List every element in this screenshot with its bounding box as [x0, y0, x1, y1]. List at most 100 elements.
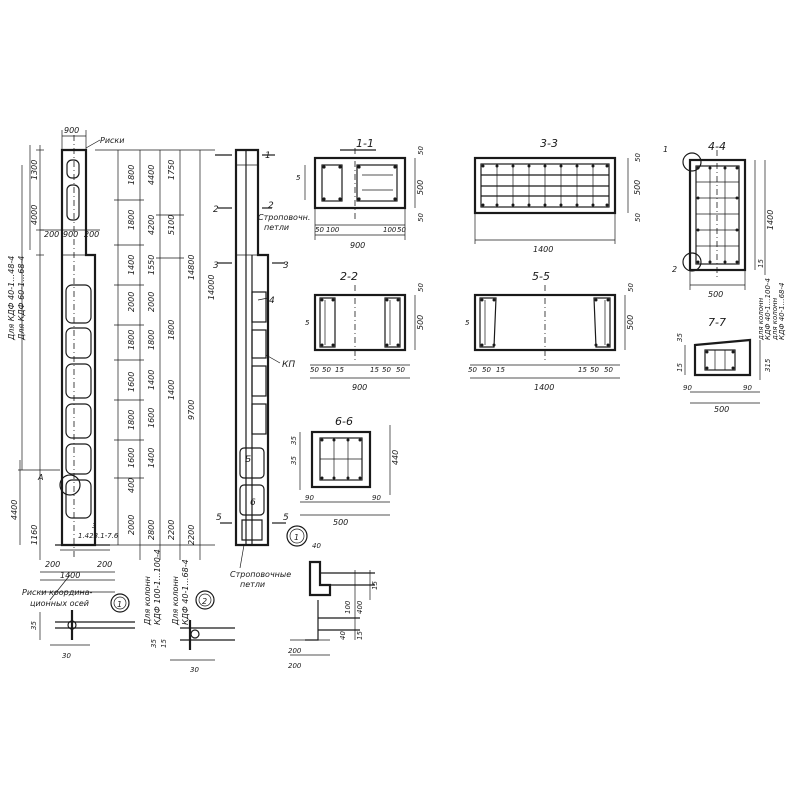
- sec-mark-5: 5: [216, 513, 222, 523]
- s55-p3: 15: [578, 366, 587, 374]
- s55-p4: 50: [590, 366, 599, 374]
- dim-1400: 1400: [60, 571, 80, 580]
- sec-mark-6: 6: [250, 498, 256, 508]
- cv1-0: 1800: [127, 165, 136, 185]
- section-3-3: [473, 156, 629, 244]
- s33-t: 50: [634, 153, 642, 162]
- cv3-0: 1750: [167, 160, 176, 180]
- detail-bracket: [290, 560, 375, 656]
- ct-total: 14000: [207, 275, 216, 300]
- s33-h: 500: [633, 180, 642, 195]
- s11-t2: 50: [417, 213, 425, 222]
- cv2-2: 1550: [147, 255, 156, 275]
- s77-h: 315: [764, 358, 772, 372]
- cv3-2: 1800: [167, 320, 176, 340]
- sec-mark-2: 2: [213, 205, 219, 215]
- column-elevation-left: [18, 130, 115, 601]
- det1-35: 35: [30, 621, 38, 630]
- cv1-3: 2000: [127, 292, 136, 312]
- s22-p3: 15: [370, 366, 379, 374]
- s22-w: 900: [352, 383, 367, 392]
- det3-200b: 200: [288, 662, 302, 670]
- section-5-5: [470, 285, 626, 379]
- riski-label: Риски: [100, 136, 124, 145]
- dla-77-2: КДФ 40-1…100-4: [764, 278, 772, 340]
- column-side-elevation: [215, 148, 308, 569]
- cv1-2: 1400: [127, 255, 136, 275]
- strop-2: Строповочные: [230, 570, 291, 579]
- cv2-7: 1400: [147, 448, 156, 468]
- dla-kolonn-2: Для КДФ 60-1…68-4: [17, 256, 26, 341]
- dla-kolonn-right-2: КДФ 100-1…100-4: [153, 549, 162, 625]
- s11-a: 50: [315, 226, 324, 234]
- sec-mark-3b: 3: [283, 261, 289, 271]
- s11-b: 100: [326, 226, 340, 234]
- ct-1: 9700: [187, 400, 196, 420]
- det1-circle: 1: [117, 600, 122, 609]
- s55-l: 5: [465, 319, 470, 327]
- s22-t: 50: [417, 283, 425, 292]
- dla-kolonn-1: Для КДФ 40-1…48-4: [7, 256, 16, 341]
- dim-900b: 900: [63, 230, 78, 239]
- s11-l: 5: [296, 174, 301, 182]
- dim-top-900: 900: [64, 126, 79, 135]
- det3-15: 15: [371, 581, 379, 590]
- cv1-9: 2000: [127, 515, 136, 535]
- s11-title: 1-1: [356, 137, 374, 150]
- s44-h: 1400: [766, 210, 775, 230]
- det3-40: 40: [312, 542, 321, 550]
- s55-h: 500: [626, 315, 635, 330]
- cv2-0: 4400: [147, 165, 156, 185]
- cv2-11: 2800: [147, 520, 156, 540]
- cv1-4: 1800: [127, 330, 136, 350]
- riski-koord-2: ционных осей: [30, 599, 89, 608]
- s44-circle-2: 2: [672, 265, 677, 274]
- sec-mark-1: 1: [265, 151, 271, 161]
- s66-t0: 35: [290, 436, 298, 445]
- s22-p4: 50: [382, 366, 391, 374]
- dimension-chains: [95, 149, 215, 560]
- s11-w: 900: [350, 241, 365, 250]
- sec-mark-2b: 2: [268, 201, 274, 211]
- cv3-1: 5100: [167, 215, 176, 235]
- mark-a: А: [37, 473, 43, 482]
- cv3-4: 1400: [167, 380, 176, 400]
- ct-3: 2200: [187, 525, 196, 545]
- note-3b: 1.423.1-7.6: [78, 532, 119, 540]
- cv1-1: 1800: [127, 210, 136, 230]
- det2-30: 30: [190, 666, 199, 674]
- s66-p1: 90: [372, 494, 381, 502]
- s11-h: 500: [416, 180, 425, 195]
- s11-t: 50: [417, 146, 425, 155]
- dim-200a: 200: [44, 230, 59, 239]
- section-6-6: [299, 425, 391, 516]
- dim-v-4000: 4000: [30, 205, 39, 225]
- s55-w: 1400: [534, 383, 554, 392]
- dim-200c: 200: [45, 560, 60, 569]
- s22-p2: 15: [335, 366, 344, 374]
- dla-77-4: КДФ 40-1…68-4: [778, 283, 786, 340]
- dim-v-1300: 1300: [30, 160, 39, 180]
- dla-kolonn-right-1: Для колонн: [143, 576, 152, 626]
- mark-b: Б: [245, 455, 251, 465]
- dim-200d: 200: [97, 560, 112, 569]
- section-2-2: [310, 285, 416, 379]
- dim-200b: 200: [84, 230, 99, 239]
- s22-p1: 50: [322, 366, 331, 374]
- s66-w: 500: [333, 518, 348, 527]
- detail-1: [39, 593, 135, 646]
- s11-c: 100: [383, 226, 397, 234]
- s55-t: 50: [627, 283, 635, 292]
- s22-h: 500: [416, 315, 425, 330]
- det2-15: 15: [160, 639, 168, 648]
- det2-circle: 2: [202, 597, 207, 606]
- strop-1: Строповочн.: [258, 213, 310, 222]
- s77-t0: 35: [676, 333, 684, 342]
- s55-title: 5-5: [532, 270, 550, 283]
- s22-p5: 50: [396, 366, 405, 374]
- det3-15b: 15: [356, 631, 364, 640]
- cv2-6: 1600: [147, 408, 156, 428]
- dla-kolonn-right-3: Для колонн: [171, 576, 180, 626]
- section-7-7: [684, 338, 761, 404]
